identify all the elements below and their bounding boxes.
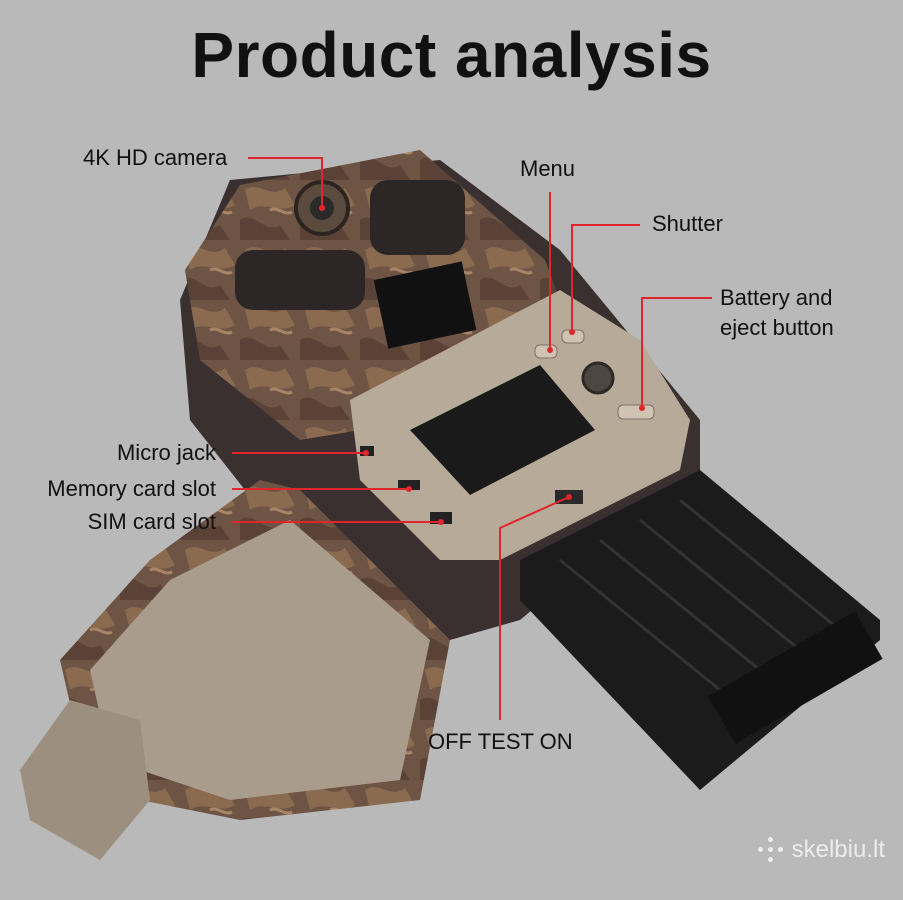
menu-button bbox=[534, 344, 558, 359]
label-memory-card-slot: Memory card slot bbox=[47, 476, 216, 501]
page-title: Product analysis bbox=[191, 19, 712, 91]
label-off-test-on: OFF TEST ON bbox=[428, 729, 573, 754]
leader-lines bbox=[232, 157, 712, 720]
lcd-screen bbox=[410, 365, 595, 495]
watermark-logo-icon bbox=[757, 837, 784, 863]
battery-eject-button bbox=[617, 404, 655, 420]
door-latch bbox=[20, 700, 150, 860]
label-shutter: Shutter bbox=[652, 211, 723, 236]
label-sim-card-slot: SIM card slot bbox=[87, 509, 216, 534]
tray-handle bbox=[707, 611, 883, 744]
label-menu: Menu bbox=[520, 156, 576, 181]
leader-dots bbox=[319, 205, 645, 525]
label-4k-hd-camera: 4K HD camera bbox=[83, 145, 228, 170]
dpad bbox=[581, 361, 615, 395]
pir-window bbox=[373, 261, 477, 349]
label-battery-line1: Battery and bbox=[720, 285, 833, 310]
label-battery-line2: eject button bbox=[720, 315, 834, 340]
memory-card-port bbox=[398, 480, 420, 490]
watermark-text: skelbiu.lt bbox=[791, 836, 885, 863]
watermark: skelbiu.lt bbox=[757, 836, 885, 864]
battery-slots bbox=[559, 498, 841, 692]
label-micro-jack: Micro jack bbox=[116, 440, 216, 465]
ir-led-array bbox=[235, 180, 465, 310]
door-inner bbox=[90, 520, 430, 800]
